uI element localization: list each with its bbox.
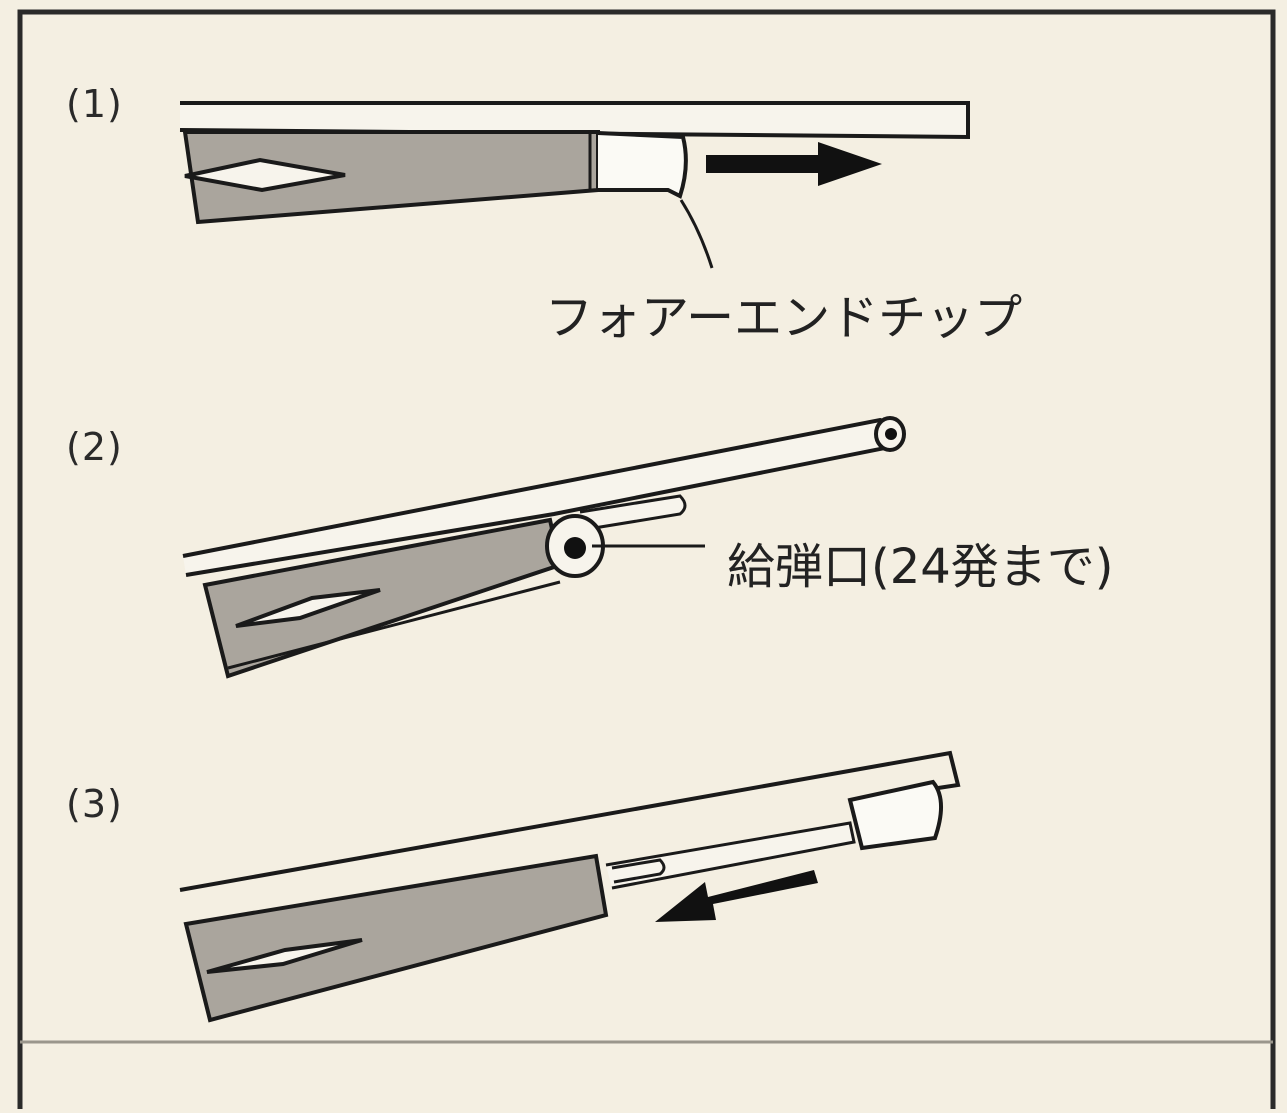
loading-port <box>564 537 586 559</box>
step-3-drawing <box>179 750 961 1023</box>
muzzle-bore <box>885 428 897 440</box>
panel-frame <box>17 9 1276 1109</box>
step-1-drawing <box>179 101 970 269</box>
diamond-inlay <box>206 938 363 974</box>
step-2-number: (2) <box>66 425 123 469</box>
arrow-left <box>655 870 818 922</box>
forend-tip <box>597 131 688 199</box>
step-1-number: (1) <box>66 82 123 126</box>
diamond-inlay <box>235 588 381 628</box>
leader-line <box>679 199 714 269</box>
stock-edge <box>227 580 561 670</box>
loading-port-label: 給弾口(24発まで) <box>727 539 1114 595</box>
stock <box>183 853 609 1023</box>
forend-tip-label: フォアーエンドチップ <box>545 290 1023 346</box>
stock-edge <box>594 856 608 916</box>
rod <box>605 821 856 890</box>
rod-slot <box>611 858 666 884</box>
forend-tip <box>847 779 943 851</box>
rod <box>579 494 687 532</box>
step-3-number: (3) <box>66 782 123 826</box>
diamond-inlay <box>184 157 346 193</box>
step-2-drawing <box>182 416 906 679</box>
barrel <box>179 750 961 892</box>
arrow-right <box>706 142 882 186</box>
